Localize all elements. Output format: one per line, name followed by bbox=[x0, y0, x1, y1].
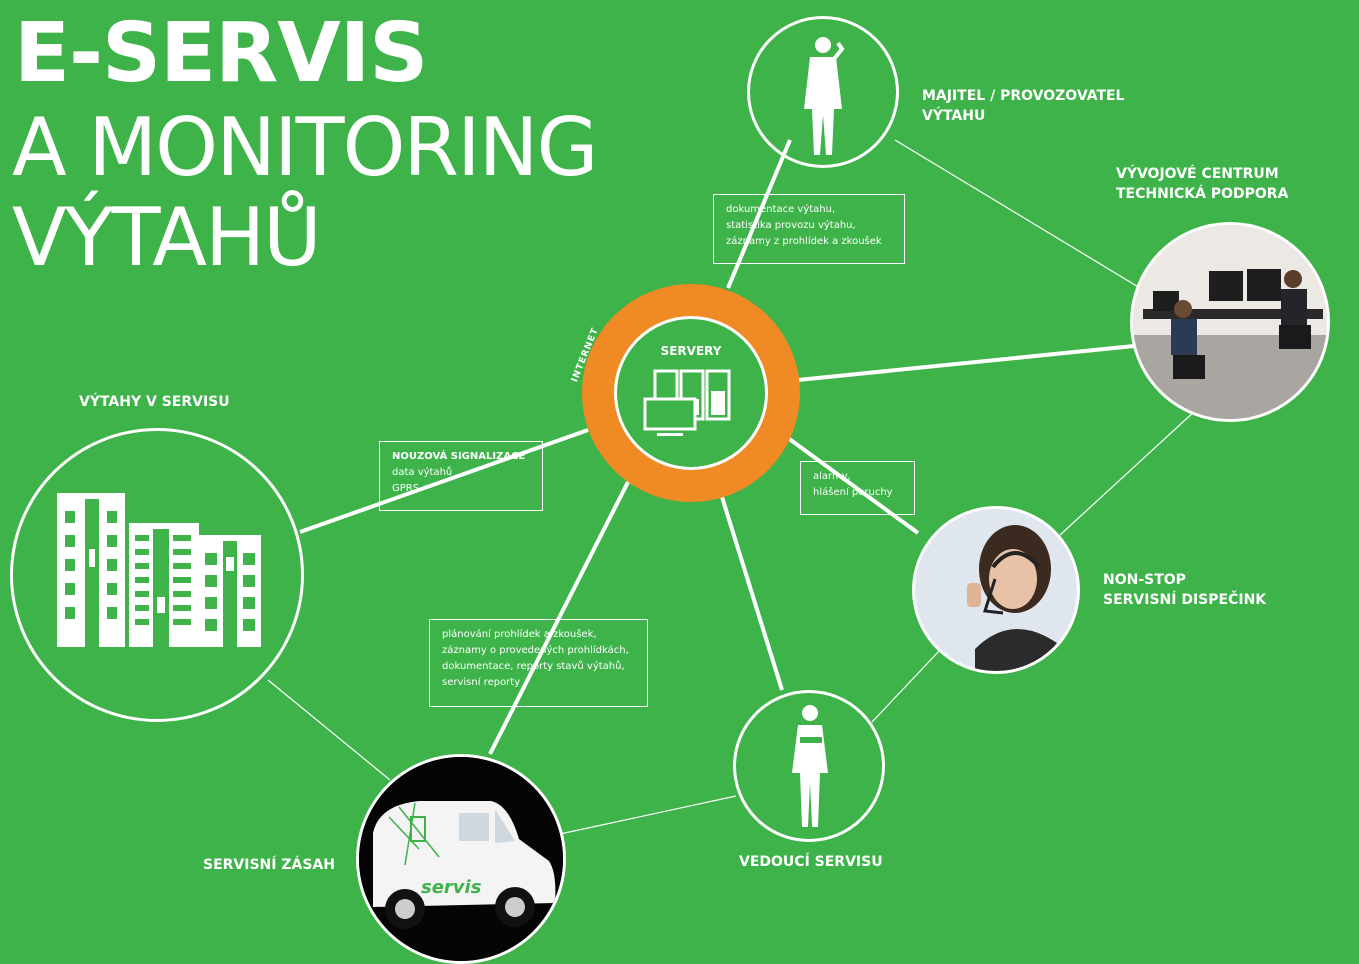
manager-node bbox=[733, 690, 885, 842]
link-devcenter-dispatch bbox=[1059, 409, 1197, 536]
elevators-label: VÝTAHY V SERVISU bbox=[79, 394, 230, 410]
alarm-info-line-1: alarmy, bbox=[813, 471, 851, 482]
owner-info-line-1: dokumentace výtahu, bbox=[726, 204, 836, 215]
owner-node bbox=[747, 16, 899, 168]
alarm-info-line-2: hlášení poruchy bbox=[813, 487, 893, 498]
owner-label: MAJITEL / PROVOZOVATEL VÝTAHU bbox=[922, 88, 1125, 124]
link-manager-van bbox=[559, 795, 737, 835]
service-info-line-2: záznamy o provedených prohlídkách, bbox=[442, 645, 629, 656]
buildings-icon bbox=[57, 493, 261, 647]
dispatch-node bbox=[912, 506, 1080, 674]
link-hub-devcenter bbox=[797, 344, 1135, 382]
service-info-line-1: plánování prohlídek a zkoušek, bbox=[442, 629, 597, 640]
operator-photo bbox=[915, 509, 1077, 671]
link-hub-elevators bbox=[299, 428, 589, 534]
link-owner-devcenter bbox=[894, 139, 1141, 289]
service-info-line-3: dokumentace, reporty stavů výtahů, bbox=[442, 661, 625, 672]
link-dispatch-manager bbox=[871, 649, 941, 723]
emergency-info-title: NOUZOVÁ SIGNALIZACE bbox=[392, 451, 526, 462]
manager-label: VEDOUCÍ SERVISU bbox=[739, 854, 883, 870]
office-photo bbox=[1133, 225, 1327, 419]
dispatch-label: NON-STOP SERVISNÍ DISPEČINK bbox=[1103, 572, 1267, 608]
intervention-label: SERVISNÍ ZÁSAH bbox=[203, 857, 335, 873]
emergency-info-line-2: GPRS bbox=[392, 483, 420, 494]
manager-icon bbox=[792, 705, 828, 827]
link-hub-dispatch bbox=[786, 436, 920, 535]
owner-info-line-3: záznamy z prohlídek a zkoušek bbox=[726, 236, 882, 247]
servers-hub bbox=[614, 316, 768, 470]
service-van-photo: servis bbox=[359, 757, 563, 961]
server-icon bbox=[643, 369, 731, 436]
businessman-icon bbox=[804, 37, 845, 155]
title-line-1: E-SERVIS bbox=[14, 6, 428, 101]
service-info-box: plánování prohlídek a zkoušek, záznamy o… bbox=[429, 619, 648, 707]
title-line-3: VÝTAHŮ bbox=[12, 191, 322, 284]
link-hub-van bbox=[488, 481, 630, 755]
alarm-info-box: alarmy, hlášení poruchy bbox=[800, 461, 915, 515]
owner-info-line-2: statistika provozu výtahu, bbox=[726, 220, 856, 231]
link-van-elevators bbox=[267, 679, 391, 781]
servers-label: SERVERY bbox=[660, 344, 722, 358]
emergency-info-line-1: data výtahů bbox=[392, 467, 453, 478]
link-hub-manager bbox=[720, 496, 784, 691]
dev-center-node bbox=[1130, 222, 1330, 422]
intervention-node: servis bbox=[356, 754, 566, 964]
dev-center-label: VÝVOJOVÉ CENTRUM TECHNICKÁ PODPORA bbox=[1116, 166, 1289, 202]
svg-text:servis: servis bbox=[421, 877, 482, 898]
emergency-info-box: NOUZOVÁ SIGNALIZACE data výtahů GPRS bbox=[379, 441, 543, 511]
elevators-node bbox=[10, 428, 304, 722]
title-line-2: A MONITORING bbox=[12, 101, 598, 194]
owner-info-box: dokumentace výtahu, statistika provozu v… bbox=[713, 194, 905, 264]
service-info-line-4: servisní reporty bbox=[442, 677, 521, 688]
